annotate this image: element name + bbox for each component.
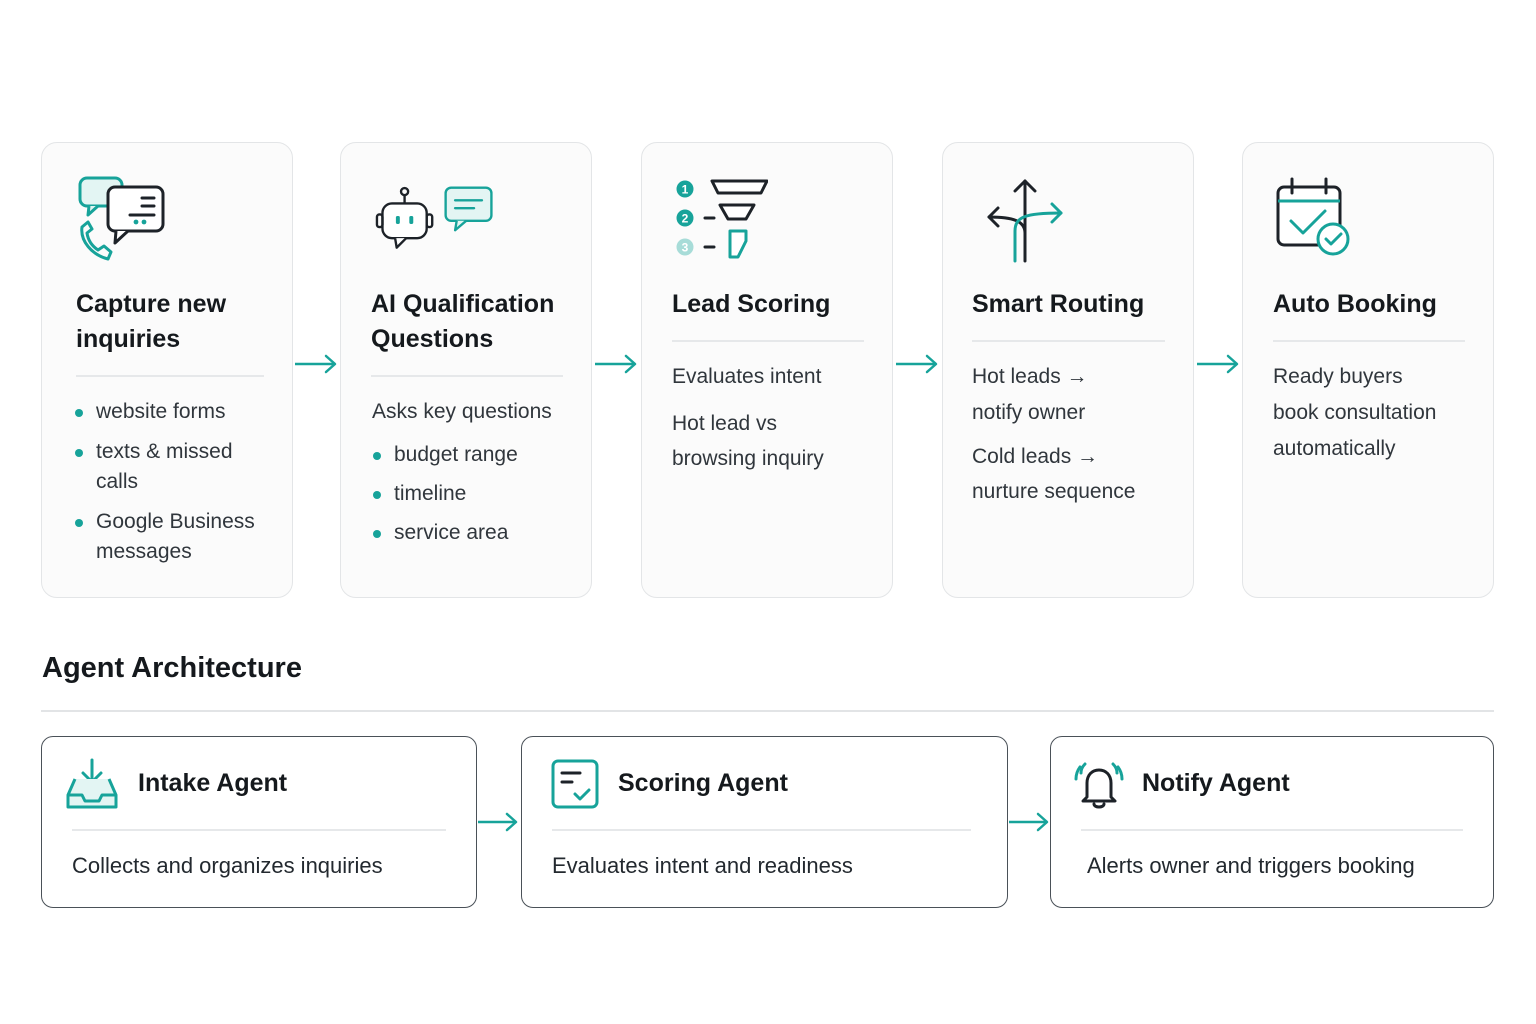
section-divider: [41, 710, 1494, 712]
flow-arrow: [1009, 812, 1049, 832]
agent-description: Alerts owner and triggers booking: [1087, 853, 1415, 878]
bullet-item: website forms: [74, 397, 278, 427]
step-card-capture: Capture new inquiries website forms text…: [41, 142, 293, 598]
step-card-booking: Auto Booking Ready buyers book consultat…: [1242, 142, 1494, 598]
agent-divider: [552, 829, 971, 831]
inbox-download-icon: [66, 758, 118, 809]
step-divider: [76, 375, 264, 377]
robot-chat-icon: [375, 186, 493, 249]
step-body: Asks key questions budget range timeline…: [372, 397, 577, 557]
step-line: notify owner: [972, 401, 1086, 424]
step-title: Lead Scoring: [672, 290, 831, 318]
bullet-item: service area: [372, 518, 577, 548]
step-bullets: budget range timeline service area: [372, 440, 577, 548]
bell-ringing-icon: [1074, 762, 1124, 809]
bullet-item: Google Business messages: [74, 507, 264, 567]
step-line: Ready buyers: [1273, 365, 1403, 388]
step-title: Auto Booking: [1273, 290, 1437, 318]
step-divider: [972, 340, 1165, 342]
agent-title: Scoring Agent: [618, 769, 788, 797]
flow-arrow: [1197, 354, 1239, 374]
funnel-badge: 1: [682, 183, 689, 197]
step-divider: [672, 340, 864, 342]
step-line: automatically: [1273, 437, 1396, 460]
agent-description: Collects and organizes inquiries: [72, 853, 383, 878]
bullet-item: timeline: [372, 479, 577, 509]
step-line: Hot lead vs: [672, 412, 778, 435]
agent-card-scoring: Scoring Agent Evaluates intent and readi…: [521, 736, 1008, 908]
step-body: Hot leads → notify owner Cold leads → nu…: [972, 362, 1179, 507]
step-divider: [371, 375, 563, 377]
step-body: Ready buyers book consultation automatic…: [1273, 362, 1479, 464]
step-card-qualification: AI Qualification Questions Asks key ques…: [340, 142, 592, 598]
split-route-icon: [987, 179, 1063, 263]
step-title: Smart Routing: [972, 290, 1145, 318]
agent-description: Evaluates intent and readiness: [552, 853, 853, 878]
agent-card-intake: Intake Agent Collects and organizes inqu…: [41, 736, 477, 908]
step-title: AI Qualification Questions: [371, 290, 555, 353]
step-line: book consultation: [1273, 401, 1437, 424]
agent-card-notify: Notify Agent Alerts owner and triggers b…: [1050, 736, 1494, 908]
chat-phone-icon: [78, 176, 165, 261]
step-line: browsing inquiry: [672, 447, 824, 470]
step-line: nurture sequence: [972, 480, 1136, 503]
step-card-routing: Smart Routing Hot leads → notify owner C…: [942, 142, 1194, 598]
agent-divider: [1081, 829, 1463, 831]
step-card-scoring: 1 2 3 Lead Scoring Evaluates intent Hot …: [641, 142, 893, 598]
flow-arrow: [595, 354, 637, 374]
funnel-badge: 3: [682, 241, 689, 255]
step-divider: [1273, 340, 1465, 342]
bullet-item: budget range: [372, 440, 577, 470]
agent-divider: [72, 829, 446, 831]
agent-title: Intake Agent: [138, 769, 288, 797]
calendar-check-icon: [1276, 177, 1350, 256]
step-title: Capture new inquiries: [76, 290, 227, 353]
bullet-item: texts & missed calls: [74, 437, 244, 497]
checklist-icon: [551, 759, 599, 809]
flow-arrow: [478, 812, 518, 832]
step-body: Evaluates intent Hot lead vs browsing in…: [672, 362, 878, 474]
agent-title: Notify Agent: [1142, 769, 1290, 797]
funnel-badge: 2: [682, 212, 689, 226]
step-intro: Asks key questions: [372, 400, 552, 423]
step-line: Evaluates intent: [672, 365, 822, 388]
flow-arrow: [896, 354, 938, 374]
step-line: Hot leads →: [972, 365, 1088, 388]
step-bullets: website forms texts & missed calls Googl…: [74, 397, 278, 577]
step-line: Cold leads →: [972, 445, 1099, 468]
funnel-ranking-icon: 1 2 3: [676, 179, 768, 259]
section-title: Agent Architecture: [42, 652, 302, 684]
flow-arrow: [295, 354, 337, 374]
